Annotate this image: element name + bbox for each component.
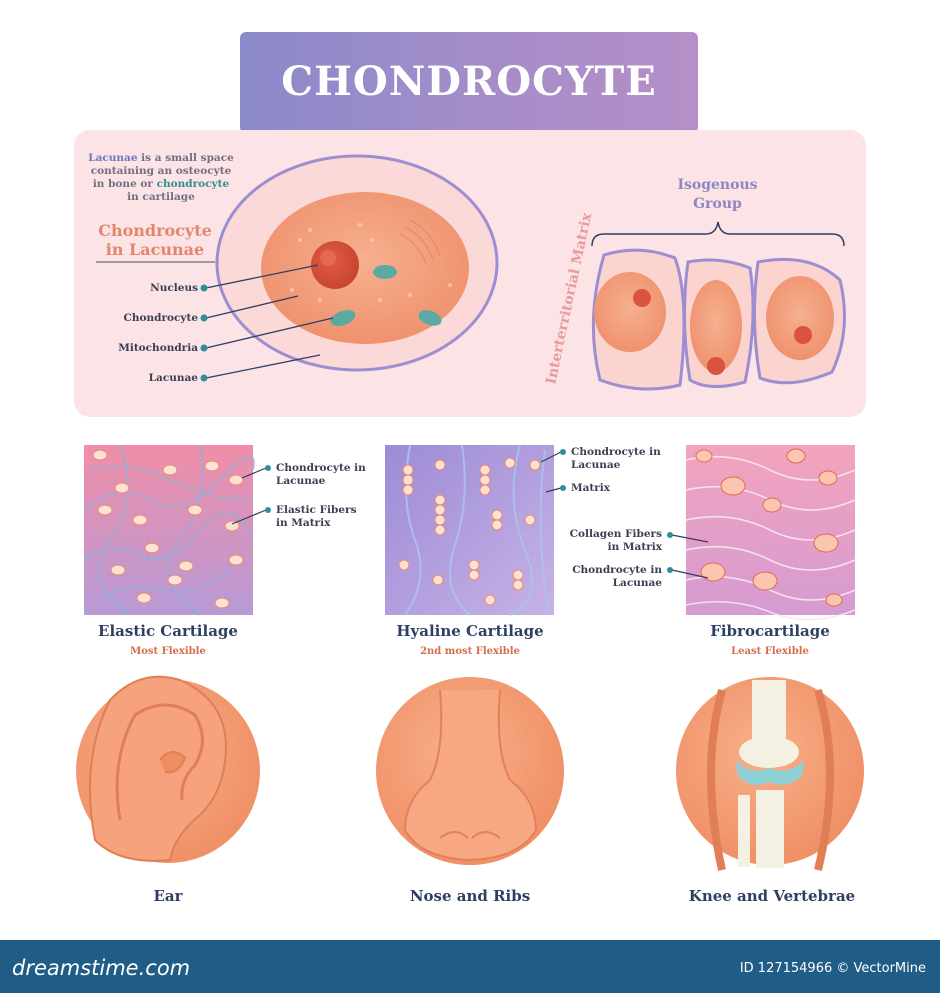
note-text-end: in cartilage [127, 191, 195, 203]
note-term-chondrocyte: chondrocyte [156, 178, 230, 190]
isogenous-cells [591, 248, 846, 391]
elastic-cartilage-illustration [83, 444, 255, 616]
footer-logo: dreamstime.com [12, 956, 191, 980]
label-chondrocyte: Chondrocyte [123, 312, 198, 324]
hyaline-flexibility: 2nd most Flexible [420, 646, 520, 657]
label-nucleus: Nucleus [150, 282, 198, 294]
elastic-callout-chondrocyte: Chondrocyte in Lacunae [276, 462, 366, 487]
elastic-callout-fibers: Elastic Fibers in Matrix [276, 504, 357, 529]
elastic-flexibility: Most Flexible [130, 646, 206, 657]
isogenous-label: Isogenous Group [677, 177, 758, 212]
title-banner [240, 32, 698, 133]
knee-icon [676, 677, 864, 871]
footer-id: ID 127154966 © VectorMine [739, 961, 926, 976]
fibro-callout-chondrocyte: Chondrocyte in Lacunae [572, 564, 662, 589]
note-term-lacunae: Lacunae [88, 152, 138, 164]
nose-icon [376, 677, 564, 865]
interterritorial-label: Interterritorial Matrix [543, 211, 595, 386]
mitochondria-icon [330, 265, 442, 326]
location-knee-vertebrae: Knee and Vertebrae [688, 887, 856, 905]
label-mitochondria: Mitochondria [118, 342, 198, 354]
location-ear: Ear [153, 887, 183, 905]
page-title: CHONDROCYTE [281, 58, 657, 105]
fibro-flexibility: Least Flexible [731, 646, 809, 657]
elastic-cartilage-title: Elastic Cartilage [98, 622, 238, 640]
fibrocartilage-illustration [685, 445, 856, 621]
hyaline-cartilage-title: Hyaline Cartilage [396, 622, 544, 640]
note-text: is a small space containing an osteocyte… [90, 152, 234, 190]
fibro-callout-collagen: Collagen Fibers in Matrix [569, 528, 662, 553]
cell-heading: Chondrocyte in Lacunae [98, 221, 212, 259]
lacunae-note: Lacunae is a small space containing an o… [86, 152, 236, 204]
location-nose-ribs: Nose and Ribs [409, 887, 531, 905]
lacuna-cell [215, 154, 499, 372]
hyaline-callout-chondrocyte: Chondrocyte in Lacunae [571, 446, 661, 471]
hyaline-callout-matrix: Matrix [571, 482, 611, 494]
ear-icon [76, 675, 260, 863]
fibrocartilage-title: Fibrocartilage [710, 622, 830, 640]
label-lacunae: Lacunae [148, 372, 198, 384]
hyaline-cartilage-illustration [385, 444, 554, 616]
footer-bar [0, 940, 940, 993]
